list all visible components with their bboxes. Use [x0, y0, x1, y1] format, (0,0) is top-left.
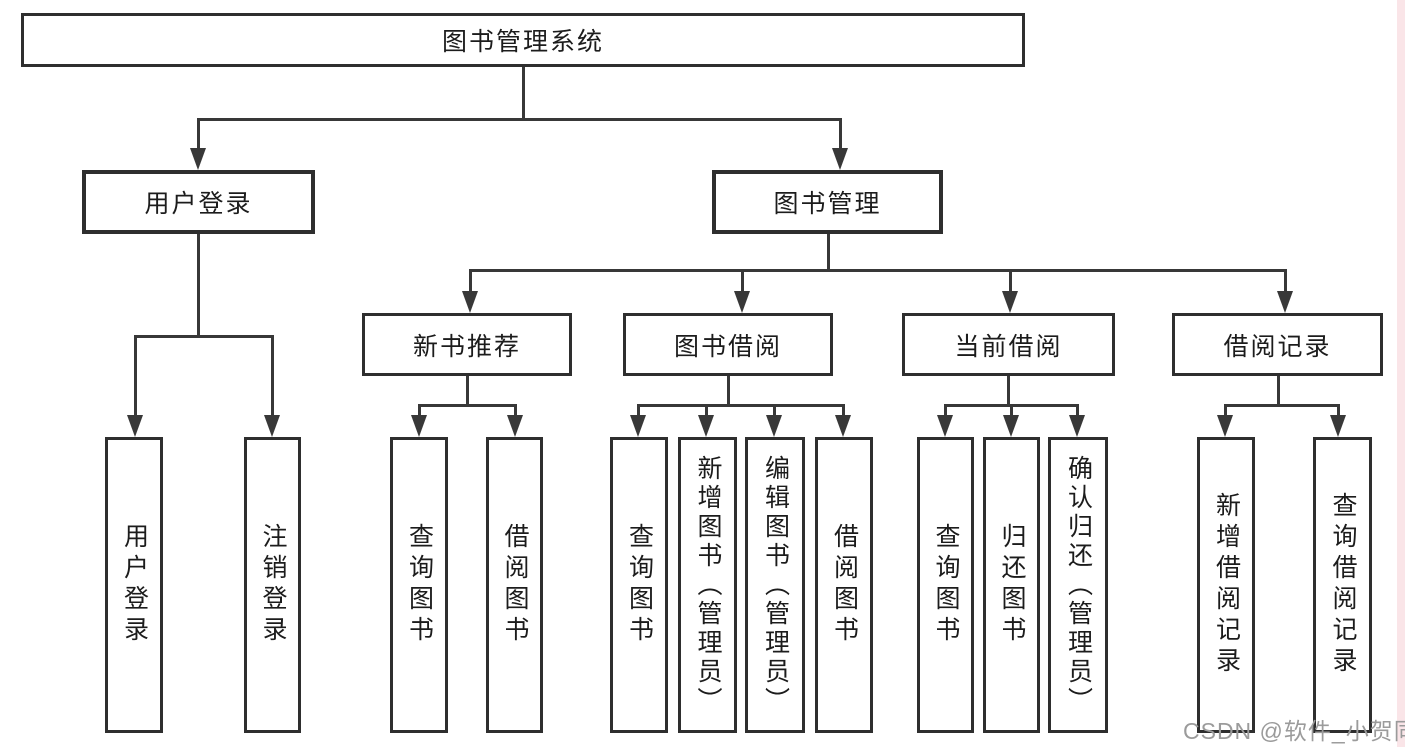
leaf-cb-return-books: 归还图书	[983, 437, 1040, 733]
leaf-cb-return-books-label: 归还图书	[998, 523, 1026, 647]
connector-drop-bb-edit	[773, 404, 776, 416]
arrowhead-current-borrow	[1002, 291, 1018, 313]
connector-drop-book-management	[839, 118, 842, 150]
leaf-nb-borrow-books: 借阅图书	[486, 437, 543, 733]
arrowhead-book-borrow	[734, 291, 750, 313]
connector-drop-bb-borrow	[842, 404, 845, 416]
connector-user-login-stem	[197, 234, 200, 335]
leaf-bb-borrow-books: 借阅图书	[815, 437, 873, 733]
connector-drop-new-book	[469, 269, 472, 292]
arrowhead-bb-query	[630, 415, 646, 437]
node-borrow-records-label: 借阅记录	[1223, 332, 1332, 361]
leaf-logout-label: 注销登录	[259, 523, 287, 647]
connector-book-borrow-stem	[727, 376, 730, 406]
arrowhead-cb-return	[1003, 415, 1019, 437]
arrowhead-bb-add	[698, 415, 714, 437]
connector-drop-nb-borrow	[514, 404, 517, 416]
connector-drop-cb-confirm	[1076, 404, 1079, 416]
node-book-management: 图书管理	[712, 170, 943, 234]
leaf-br-add-record: 新增借阅记录	[1197, 437, 1255, 733]
node-root: 图书管理系统	[21, 13, 1025, 67]
leaf-bb-borrow-books-label: 借阅图书	[830, 523, 859, 647]
leaf-cb-confirm-return-admin-label: 确认归还（管理员）	[1064, 454, 1093, 716]
node-new-book-recommend-label: 新书推荐	[412, 332, 521, 361]
leaf-cb-query-books-label: 查询图书	[932, 523, 960, 647]
connector-book-management-stem	[827, 234, 830, 271]
arrowhead-cb-query	[937, 415, 953, 437]
connector-borrow-records-rail	[1224, 404, 1339, 407]
connector-drop-bb-query	[637, 404, 640, 416]
right-edge-tint	[1397, 0, 1405, 747]
csdn-watermark: CSDN @软件_小贺同学	[1183, 718, 1405, 744]
leaf-br-query-record-label: 查询借阅记录	[1329, 492, 1357, 678]
connector-new-book-rail	[418, 404, 517, 407]
leaf-bb-add-books-admin: 新增图书（管理员）	[678, 437, 737, 733]
node-book-borrow-label: 图书借阅	[673, 332, 782, 361]
leaf-br-add-record-label: 新增借阅记录	[1212, 492, 1241, 678]
connector-drop-cb-return	[1010, 404, 1013, 416]
connector-drop-bb-add	[705, 404, 708, 416]
node-book-borrow: 图书借阅	[623, 313, 833, 376]
connector-user-login-rail	[134, 335, 274, 338]
leaf-bb-query-books-label: 查询图书	[625, 523, 654, 647]
arrowhead-book-management	[832, 148, 848, 170]
leaf-nb-query-books-label: 查询图书	[405, 523, 434, 647]
arrowhead-br-query	[1330, 415, 1346, 437]
node-new-book-recommend: 新书推荐	[362, 313, 572, 376]
connector-drop-leaf-logout	[271, 335, 274, 415]
connector-drop-nb-query	[418, 404, 421, 416]
arrowhead-br-add	[1217, 415, 1233, 437]
arrowhead-bb-borrow	[835, 415, 851, 437]
connector-new-book-stem	[466, 376, 469, 406]
arrowhead-new-book	[462, 291, 478, 313]
node-book-management-label: 图书管理	[773, 190, 882, 218]
arrowhead-user-login	[190, 148, 206, 170]
leaf-user-login: 用户登录	[105, 437, 163, 733]
connector-borrow-records-stem	[1277, 376, 1280, 406]
connector-current-borrow-stem	[1007, 376, 1010, 406]
leaf-user-login-label: 用户登录	[120, 523, 149, 647]
arrowhead-nb-query	[411, 415, 427, 437]
leaf-logout: 注销登录	[244, 437, 301, 733]
leaf-cb-confirm-return-admin: 确认归还（管理员）	[1048, 437, 1108, 733]
arrowhead-bb-edit	[766, 415, 782, 437]
node-current-borrow: 当前借阅	[902, 313, 1115, 376]
connector-root-rail	[197, 118, 842, 121]
arrowhead-borrow-records	[1277, 291, 1293, 313]
arrowhead-cb-confirm	[1069, 415, 1085, 437]
node-root-label: 图书管理系统	[441, 28, 604, 56]
leaf-bb-edit-books-admin-label: 编辑图书（管理员）	[761, 454, 790, 716]
arrowhead-leaf-logout	[264, 415, 280, 437]
connector-drop-user-login	[197, 118, 200, 150]
connector-drop-borrow-records	[1284, 269, 1287, 292]
connector-drop-br-add	[1224, 404, 1227, 416]
connector-book-management-rail	[469, 269, 1287, 272]
leaf-bb-query-books: 查询图书	[610, 437, 668, 733]
leaf-bb-edit-books-admin: 编辑图书（管理员）	[745, 437, 805, 733]
node-user-login: 用户登录	[82, 170, 315, 234]
arrowhead-nb-borrow	[507, 415, 523, 437]
connector-drop-br-query	[1337, 404, 1340, 416]
connector-drop-current-borrow	[1009, 269, 1012, 292]
connector-drop-leaf-login	[134, 335, 137, 415]
leaf-nb-query-books: 查询图书	[390, 437, 448, 733]
node-borrow-records: 借阅记录	[1172, 313, 1383, 376]
leaf-bb-add-books-admin-label: 新增图书（管理员）	[694, 454, 722, 716]
leaf-nb-borrow-books-label: 借阅图书	[501, 523, 529, 647]
leaf-br-query-record: 查询借阅记录	[1313, 437, 1372, 733]
node-current-borrow-label: 当前借阅	[954, 332, 1063, 361]
leaf-cb-query-books: 查询图书	[917, 437, 974, 733]
node-user-login-label: 用户登录	[144, 190, 253, 218]
connector-root-stem	[522, 67, 525, 120]
connector-drop-cb-query	[944, 404, 947, 416]
connector-drop-book-borrow	[741, 269, 744, 292]
arrowhead-leaf-login	[127, 415, 143, 437]
connector-book-borrow-rail	[637, 404, 845, 407]
